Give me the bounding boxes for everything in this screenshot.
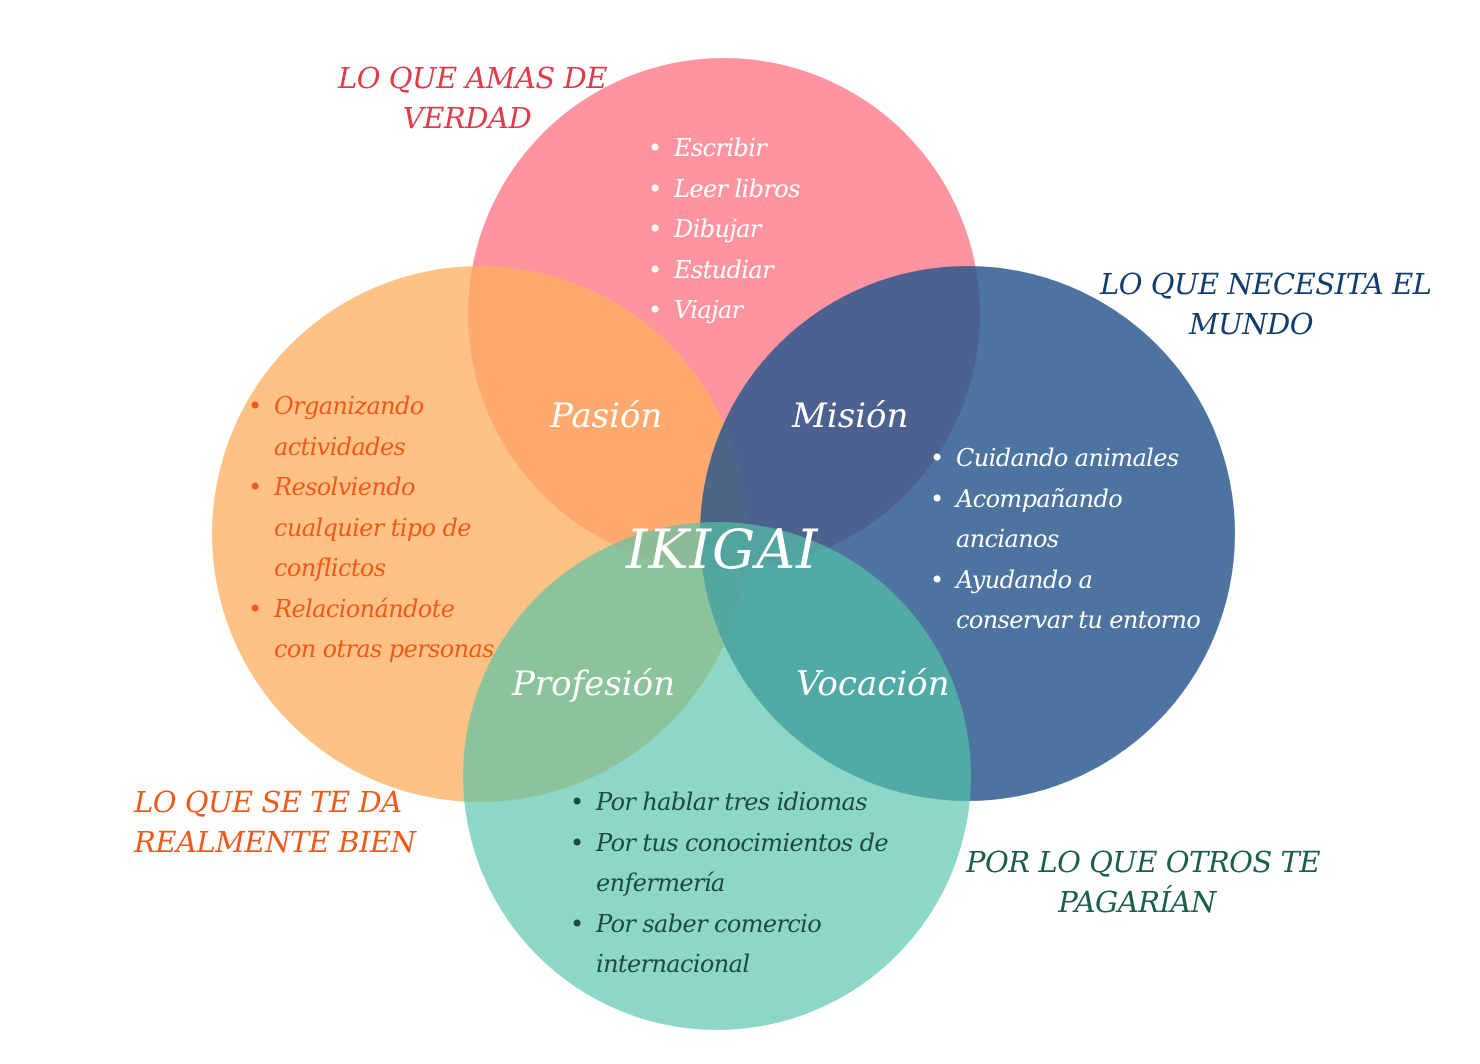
heading-line: LO QUE AMAS DE (338, 61, 607, 95)
overlap-label-passion: Pasión (550, 396, 663, 436)
list-item: Por hablar tres idiomas (570, 782, 888, 823)
list-item: Ayudando a conservar tu entorno (930, 560, 1201, 641)
center-title: IKIGAI (626, 518, 819, 581)
list-item: Estudiar (648, 250, 800, 291)
heading-what-you-can-be-paid-for: POR LO QUE OTROS TE PAGARÍAN (966, 842, 1321, 922)
heading-what-the-world-needs: LO QUE NECESITA EL MUNDO (1100, 264, 1432, 344)
heading-line: PAGARÍAN (1058, 885, 1216, 919)
list-item: Acompañando ancianos (930, 479, 1200, 560)
overlap-label-mission: Misión (792, 396, 909, 436)
list-item: Dibujar (648, 209, 800, 250)
list-what-you-are-good-at: Organizando actividades Resolviendo cual… (248, 386, 494, 670)
list-item: Leer libros (648, 169, 800, 210)
heading-line: LO QUE NECESITA EL (1100, 267, 1432, 301)
list-what-the-world-needs: Cuidando animales Acompañando ancianos A… (930, 438, 1201, 641)
list-what-you-love: Escribir Leer libros Dibujar Estudiar Vi… (648, 128, 800, 331)
list-item: Relacionándote con otras personas (248, 589, 494, 670)
overlap-label-profession: Profesión (512, 664, 675, 704)
heading-line: LO QUE SE TE DA (134, 785, 402, 819)
heading-line: POR LO QUE OTROS TE (966, 845, 1321, 879)
heading-what-you-are-good-at: LO QUE SE TE DA REALMENTE BIEN (134, 782, 416, 862)
list-item: Escribir (648, 128, 800, 169)
heading-line: REALMENTE BIEN (134, 825, 416, 859)
list-item: Resolviendo cualquier tipo de conflictos (248, 467, 494, 589)
heading-line: MUNDO (1188, 307, 1314, 341)
overlap-label-vocation: Vocación (796, 664, 950, 704)
list-item: Por tus conocimientos de enfermería (570, 823, 889, 904)
list-item: Por saber comercio internacional (570, 904, 888, 985)
list-item: Viajar (648, 290, 800, 331)
list-what-you-can-be-paid-for: Por hablar tres idiomas Por tus conocimi… (570, 782, 889, 985)
list-item: Cuidando animales (930, 438, 1200, 479)
heading-what-you-love: LO QUE AMAS DE VERDAD (338, 58, 607, 138)
list-item: Organizando actividades (248, 386, 494, 467)
heading-line: VERDAD (402, 101, 532, 135)
